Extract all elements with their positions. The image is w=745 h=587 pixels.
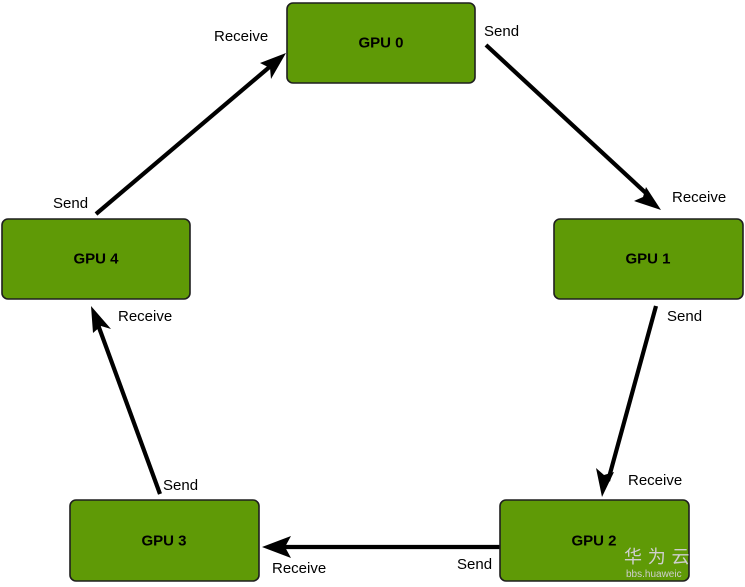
- edge-line: [605, 305, 659, 482]
- edge-gpu1-to-gpu2: Send Receive: [596, 305, 702, 497]
- arrowhead-icon: [91, 306, 111, 333]
- send-label: Send: [53, 195, 88, 212]
- arrowhead-icon: [596, 468, 614, 497]
- gpu-node-label: GPU 2: [571, 533, 616, 550]
- edge-gpu0-to-gpu1: Send Receive: [484, 23, 726, 210]
- arrowhead-icon: [260, 53, 286, 79]
- send-label: Send: [667, 308, 702, 325]
- watermark-logo-text: 华 为 云: [624, 547, 689, 568]
- receive-label: Receive: [628, 472, 682, 489]
- receive-label: Receive: [118, 308, 172, 325]
- gpu-node-label: GPU 3: [141, 533, 186, 550]
- edge-gpu2-to-gpu3: Send Receive: [262, 536, 500, 577]
- watermark-url-text: bbs.huaweic: [626, 569, 682, 580]
- receive-label: Receive: [672, 189, 726, 206]
- receive-label: Receive: [272, 560, 326, 577]
- send-label: Send: [457, 556, 492, 573]
- gpu-node-label: GPU 4: [73, 251, 119, 268]
- watermark: 华 为 云 bbs.huaweic: [624, 547, 689, 580]
- edge-gpu3-to-gpu4: Send Receive: [91, 306, 198, 495]
- edge-line: [95, 321, 162, 495]
- edge-line: [94, 62, 275, 216]
- gpu-node-label: GPU 1: [625, 251, 670, 268]
- arrowhead-icon: [262, 536, 291, 558]
- gpu-node-label: GPU 0: [358, 35, 403, 52]
- send-label: Send: [484, 23, 519, 40]
- edge-gpu4-to-gpu0: Send Receive: [53, 28, 286, 216]
- gpu-node-0: GPU 0: [286, 2, 476, 84]
- gpu-node-1: GPU 1: [553, 218, 744, 300]
- edge-line: [484, 43, 650, 197]
- gpu-node-2: GPU 2: [499, 499, 690, 582]
- gpu-node-3: GPU 3: [69, 499, 260, 582]
- arrowhead-icon: [634, 187, 661, 210]
- send-label: Send: [163, 477, 198, 494]
- receive-label: Receive: [214, 28, 268, 45]
- gpu-node-4: GPU 4: [1, 218, 191, 300]
